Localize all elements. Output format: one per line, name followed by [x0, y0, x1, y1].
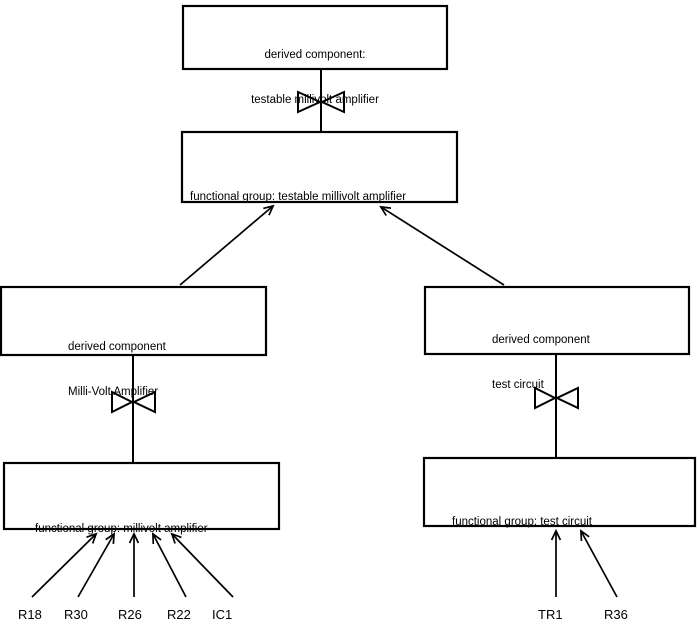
right-derived-component-line2: test circuit — [492, 379, 544, 391]
right-derived-component-label: derived component test circuit — [492, 303, 682, 408]
bowtie-left-icon — [111, 390, 156, 414]
leaf-label-tr1: TR1 — [538, 607, 563, 622]
arrow-leaf-r36 — [581, 531, 618, 598]
left-functional-group-line1: functional group: millivolt amplifier — [35, 523, 208, 535]
top-derived-component-label: derived component: testable millivolt am… — [183, 18, 447, 123]
bowtie-right-icon — [534, 386, 579, 410]
left-derived-component-line2: Milli-Volt Amplifier — [68, 386, 159, 398]
right-functional-group-line1: functional group: test circuit — [452, 516, 592, 528]
leaf-label-r30: R30 — [64, 607, 88, 622]
top-functional-group-label: functional group: testable millivolt amp… — [190, 160, 456, 220]
node-right-functional-group[interactable] — [422, 456, 697, 528]
right-derived-component-line1: derived component — [492, 334, 590, 346]
arrow-leaf-r22 — [153, 534, 187, 598]
leaf-label-r36: R36 — [604, 607, 628, 622]
top-derived-component-line2: testable millivolt amplifier — [251, 94, 379, 106]
leaf-label-r26: R26 — [118, 607, 142, 622]
leaf-label-r18: R18 — [18, 607, 42, 622]
arrow-leaf-r30 — [77, 534, 114, 598]
leaf-label-r22: R22 — [167, 607, 191, 622]
top-functional-group-line1: functional group: testable millivolt amp… — [190, 191, 407, 203]
left-derived-component-label: derived component Milli-Volt Amplifier — [68, 310, 258, 415]
left-derived-component-line1: derived component — [68, 341, 166, 353]
leaf-label-ic1: IC1 — [212, 607, 233, 622]
arrow-leaf-r18 — [31, 534, 96, 598]
node-top-derived-component[interactable] — [181, 4, 449, 71]
bowtie-top-icon — [297, 90, 345, 114]
left-functional-group-label: functional group: millivolt amplifier — [35, 492, 275, 552]
arrow-leaf-ic1 — [172, 534, 234, 598]
node-left-derived-component[interactable] — [0, 285, 268, 357]
node-top-functional-group[interactable] — [180, 130, 459, 204]
node-left-functional-group[interactable] — [2, 461, 281, 531]
top-derived-component-line1: derived component: — [264, 49, 366, 61]
arrow-left-derived-to-top-group — [179, 206, 273, 286]
arrow-right-derived-to-top-group — [381, 207, 505, 286]
node-right-derived-component[interactable] — [423, 285, 691, 356]
right-functional-group-label: functional group: test circuit — [452, 485, 692, 545]
